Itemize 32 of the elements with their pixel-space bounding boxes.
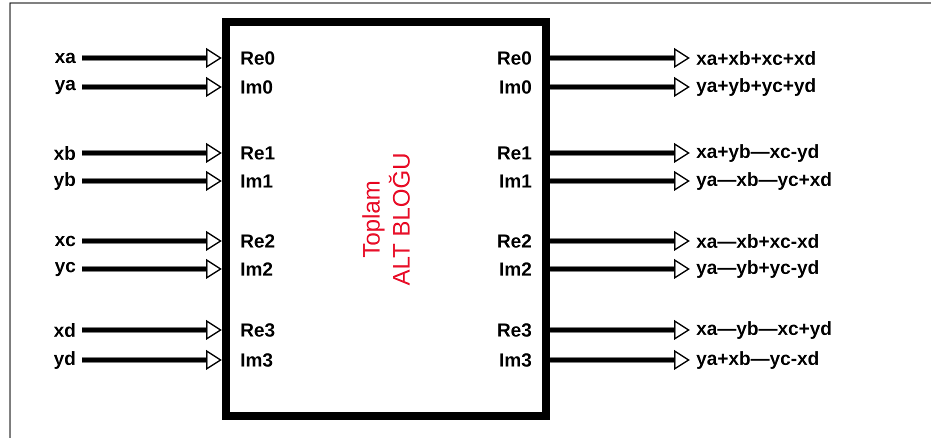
- output-label: ya+xb—yc-xd: [696, 351, 818, 369]
- input-label: ya: [54, 80, 76, 94]
- input-label: xc: [54, 236, 76, 246]
- port-label: Re2: [241, 234, 274, 248]
- port-label: Re1: [241, 146, 275, 160]
- output-label: xa+yb—xc-yd: [696, 144, 818, 162]
- output-label: xa+xb+xc+xd: [696, 51, 815, 65]
- port-label: Im0: [500, 80, 532, 94]
- port-label: Im2: [500, 262, 532, 276]
- port-label: Im1: [500, 174, 532, 188]
- input-label: xd: [54, 323, 75, 337]
- port-label: Im2: [241, 262, 272, 276]
- output-label: ya—xb—yc+xd: [696, 172, 831, 190]
- input-label: xb: [54, 146, 76, 160]
- port-label: Im0: [241, 80, 272, 94]
- input-label: yd: [54, 351, 75, 369]
- port-label: Re2: [498, 234, 532, 248]
- port-label: Im1: [241, 174, 272, 188]
- port-label: Re1: [498, 146, 532, 160]
- port-label: Im3: [500, 353, 532, 367]
- output-label: xa—yb—xc+yd: [696, 321, 831, 339]
- output-label: ya+yb+yc+yd: [696, 78, 815, 96]
- port-label: Re3: [241, 323, 274, 337]
- input-label: xa: [54, 52, 76, 64]
- output-label: xa—xb+xc-xd: [696, 234, 818, 248]
- port-label: Re3: [498, 323, 532, 337]
- port-label: Re0: [241, 51, 274, 65]
- input-label: yb: [54, 172, 76, 190]
- port-label: Re0: [498, 51, 532, 65]
- output-label: ya—yb+yc-yd: [696, 260, 818, 278]
- input-label: yc: [54, 262, 76, 276]
- port-label: Im3: [241, 353, 272, 367]
